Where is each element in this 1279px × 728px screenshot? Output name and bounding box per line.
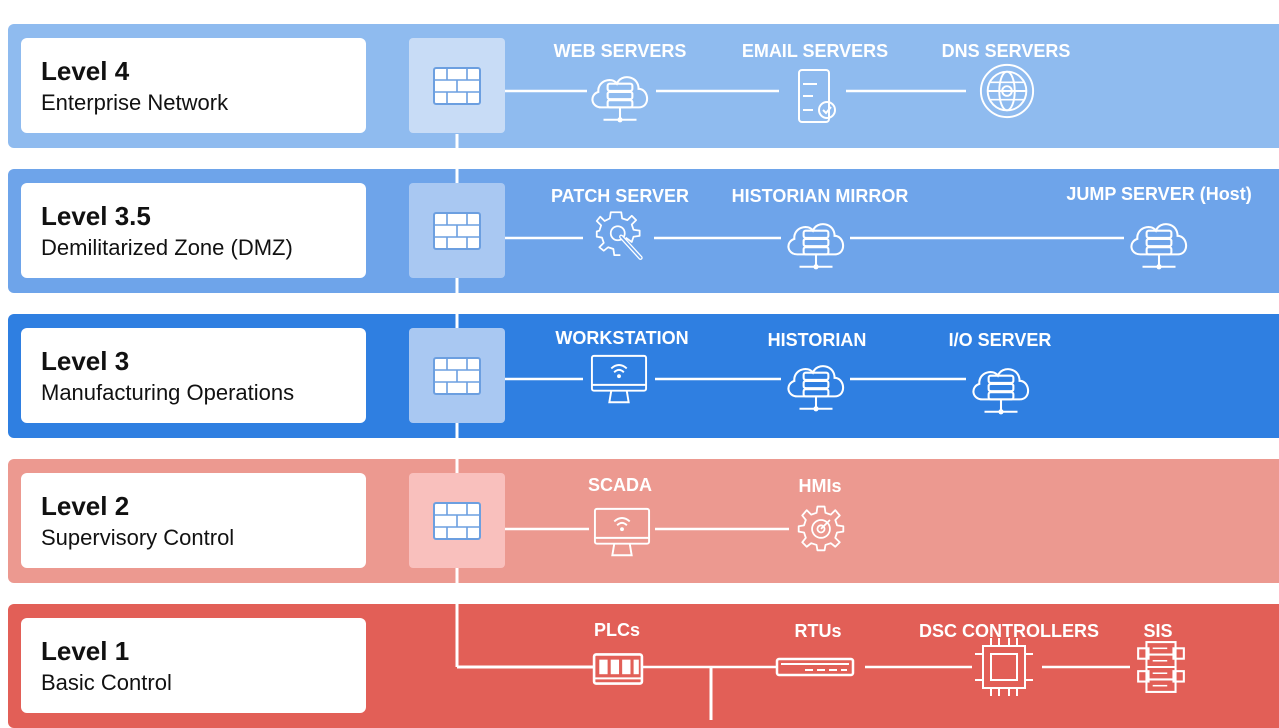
node-label-email-servers: EMAIL SERVERS <box>741 41 889 61</box>
node-label-scada: SCADA <box>587 475 653 495</box>
level-title: Level 4 <box>41 56 130 86</box>
node-label-hmis: HMIs <box>798 476 842 496</box>
cloud-server-icon <box>972 368 1030 416</box>
level-2-card: Level 2 Supervisory Control <box>21 473 366 568</box>
node-label-workstation: WORKSTATION <box>555 328 689 348</box>
level-description: Demilitarized Zone (DMZ) <box>41 235 293 260</box>
firewall-icon <box>433 212 481 250</box>
gear-wrench-icon <box>597 212 641 258</box>
level-title: Level 3.5 <box>41 201 151 231</box>
cloud-server-icon <box>787 365 845 413</box>
level-3-5-card: Level 3.5 Demilitarized Zone (DMZ) <box>21 183 366 278</box>
firewall-icon <box>433 67 481 105</box>
node-label-rtus: RTUs <box>794 621 842 641</box>
node-label-sis: SIS <box>1143 621 1173 641</box>
level-description: Enterprise Network <box>41 90 229 115</box>
firewall-icon <box>433 357 481 395</box>
level-title: Level 1 <box>41 636 130 666</box>
node-label-io-server: I/O SERVER <box>948 330 1052 350</box>
firewall-icon <box>433 502 481 540</box>
level-1-card: Level 1 Basic Control <box>21 618 366 713</box>
plc-icon <box>592 653 644 685</box>
node-label-dns-servers: DNS SERVERS <box>941 41 1071 61</box>
level-3-card: Level 3 Manufacturing Operations <box>21 328 366 423</box>
cloud-server-icon <box>591 76 649 124</box>
node-label-historian: HISTORIAN <box>767 330 867 350</box>
node-label-historian-mirror: HISTORIAN MIRROR <box>731 186 909 206</box>
level-description: Basic Control <box>41 670 172 695</box>
node-label-web-servers: WEB SERVERS <box>553 41 687 61</box>
globe-icon <box>979 63 1035 119</box>
node-label-jump-server: JUMP SERVER (Host) <box>1066 184 1252 204</box>
rtu-icon <box>775 657 855 677</box>
level-4-card: Level 4 Enterprise Network <box>21 38 366 133</box>
level-description: Supervisory Control <box>41 525 235 550</box>
node-label-plcs: PLCs <box>593 620 641 640</box>
email-server-icon <box>798 69 836 123</box>
monitor-wifi-icon <box>593 507 651 557</box>
cloud-server-icon <box>1130 223 1188 271</box>
rack-icon <box>1137 641 1185 693</box>
gear-target-icon <box>797 505 845 552</box>
monitor-wifi-icon <box>590 354 648 404</box>
chip-icon <box>974 637 1034 697</box>
cloud-server-icon <box>787 223 845 271</box>
node-label-dsc-controllers: DSC CONTROLLERS <box>919 621 1099 641</box>
level-title: Level 3 <box>41 346 130 376</box>
node-label-patch-server: PATCH SERVER <box>550 186 690 206</box>
level-title: Level 2 <box>41 491 130 521</box>
level-description: Manufacturing Operations <box>41 380 295 405</box>
